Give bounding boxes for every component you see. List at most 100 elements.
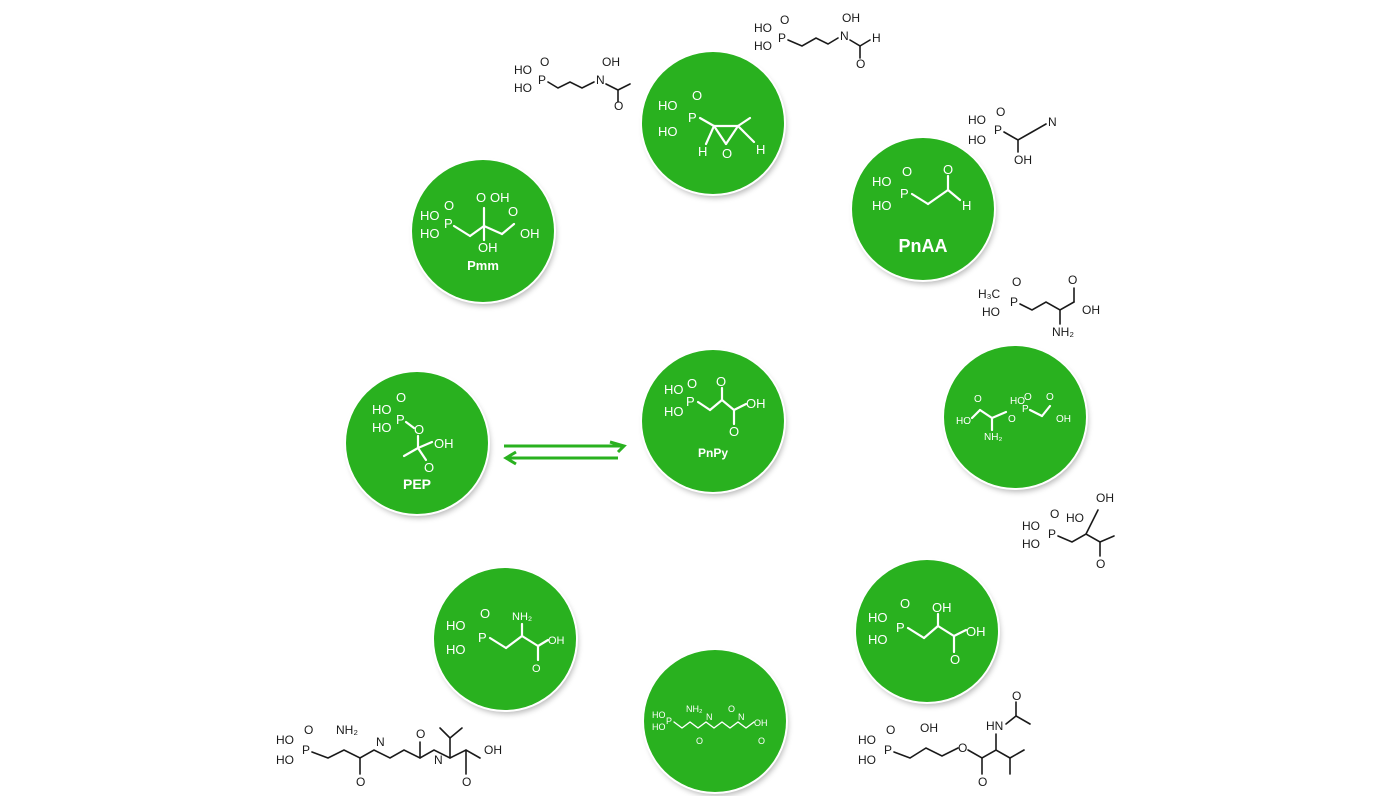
atom-label: H (872, 31, 881, 45)
pnaa-circle: HO HO P O O H PnAA (852, 138, 994, 280)
atom-label: N (376, 735, 385, 749)
atom-label: O (1008, 414, 1016, 425)
atom-label: P (884, 743, 892, 757)
atom-label: O (996, 105, 1005, 119)
atom-label: P (896, 620, 905, 635)
atom-label: P (1022, 404, 1029, 415)
atom-label: O (692, 88, 702, 103)
node-name: PEP (402, 476, 431, 492)
atom-label: P (688, 110, 697, 125)
atom-label: HO (1022, 519, 1040, 533)
serine-ester-circle: HO O NH₂ O P HO O O OH (944, 346, 1086, 488)
atom-label: H (756, 142, 765, 157)
atom-label: O (728, 704, 735, 714)
atom-label: OH (746, 396, 766, 411)
atom-label: O (856, 57, 865, 71)
atom-label: HN (986, 719, 1003, 733)
atom-label: NH₂ (512, 611, 532, 623)
atom-label: HO (652, 722, 666, 732)
atom-label: O (1046, 392, 1054, 403)
atom-label: HO (754, 21, 772, 35)
atom-label: O (974, 394, 982, 405)
atom-label: HO (276, 733, 294, 747)
atom-label: HO (372, 402, 392, 417)
atom-label: HO (514, 63, 532, 77)
serine-ester-structure: HO O NH₂ O P HO O O OH (956, 392, 1071, 443)
atom-label: HO (664, 404, 684, 419)
atom-label: P (444, 216, 453, 231)
node-name: Pmm (467, 258, 499, 273)
pep-circle: HO HO P O O OH O PEP (346, 372, 488, 514)
atom-label: H₃C (978, 287, 1001, 301)
pnpy-circle: HO HO P O O OH O PnPy (642, 350, 784, 492)
atom-label: O (729, 424, 739, 439)
atom-label: O (780, 13, 789, 27)
atom-label: HO (956, 416, 971, 427)
atom-label: O (1050, 507, 1059, 521)
equilibrium-arrow (503, 440, 627, 466)
atom-label: O (1096, 557, 1105, 571)
atom-label: HO (1010, 396, 1025, 407)
atom-label: P (396, 412, 405, 427)
hydroxy-acid-structure: HO HO P O OH OH O (868, 596, 986, 667)
atom-label: O (508, 204, 518, 219)
atom-label: H (698, 144, 707, 159)
atom-label: HO (446, 618, 466, 633)
atom-label: OH (966, 624, 986, 639)
atom-label: O (614, 99, 623, 112)
atom-label: N (434, 753, 443, 767)
structure-methylphosphinate: H₃C HO P O O OH NH₂ (978, 273, 1100, 339)
atom-label: O (943, 162, 953, 177)
atom-label: NH₂ (336, 723, 358, 737)
atom-label: HO (664, 382, 684, 397)
atom-label: HO (1066, 511, 1084, 525)
atom-label: OH (602, 55, 620, 69)
atom-label: NH₂ (1052, 325, 1074, 339)
atom-label: O (416, 727, 425, 741)
atom-label: P (1048, 527, 1056, 541)
atom-label: P (686, 394, 695, 409)
atom-label: O (722, 146, 732, 161)
atom-label: P (994, 123, 1002, 137)
atom-label: HO (658, 124, 678, 139)
pnpy-structure: HO HO P O O OH O (664, 374, 766, 439)
pmm-structure: HO HO P O O OH OH O OH (420, 190, 540, 255)
atom-label: HO (446, 642, 466, 657)
atom-label: O (1024, 392, 1032, 403)
atom-label: O (958, 741, 967, 755)
atom-label: OH (920, 721, 938, 735)
atom-label: O (1068, 273, 1077, 287)
atom-label: OH (1056, 414, 1071, 425)
node-name: PnAA (898, 236, 948, 256)
pep-structure: HO HO P O O OH O (372, 390, 454, 475)
atom-label: O (532, 663, 541, 675)
atom-label: O (462, 775, 471, 789)
atom-label: OH (842, 11, 860, 25)
atom-label: OH (520, 226, 540, 241)
atom-label: H (962, 198, 971, 213)
amino-acid-circle: HO HO P O NH₂ OH O (434, 568, 576, 710)
atom-label: O (414, 422, 424, 437)
atom-label: O (480, 606, 490, 621)
atom-label: P (302, 743, 310, 757)
atom-label: OH (932, 600, 952, 615)
atom-label: OH (434, 436, 454, 451)
atom-label: OH (484, 743, 502, 757)
atom-label: HO (372, 420, 392, 435)
atom-label: OH (478, 240, 498, 255)
atom-label: HO (872, 174, 892, 189)
atom-label: O (696, 736, 703, 746)
atom-label: O (540, 55, 549, 69)
atom-label: NH₂ (984, 432, 1002, 443)
atom-label: O (1012, 689, 1021, 703)
atom-label: O (396, 390, 406, 405)
atom-label: O (902, 164, 912, 179)
epoxide-circle: HO HO P O O H H (642, 52, 784, 194)
atom-label: HO (858, 753, 876, 767)
atom-label: NH₂ (686, 704, 703, 714)
pmm-circle: HO HO P O O OH OH O OH Pmm (412, 160, 554, 302)
atom-label: O (424, 460, 434, 475)
atom-label: HO (868, 610, 888, 625)
tripeptide-structure: HO HO P NH₂ N N OH O O O (652, 704, 768, 746)
atom-label: HO (754, 39, 772, 53)
